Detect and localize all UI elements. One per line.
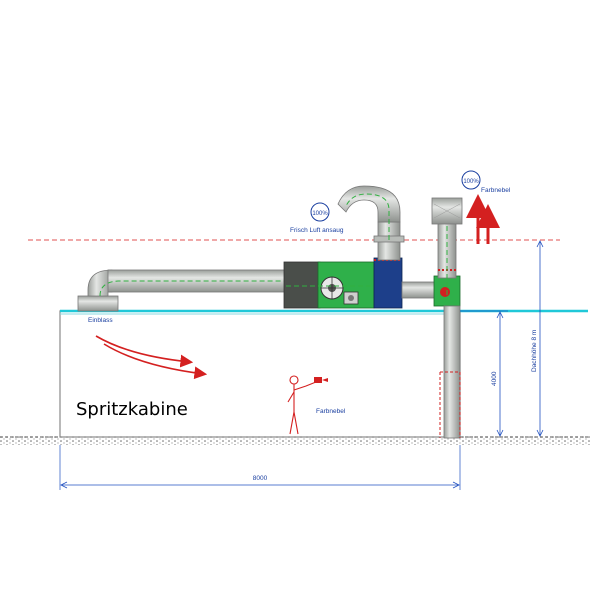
label-frisch-luft: Frisch Luft ansaug xyxy=(290,227,344,234)
label-farbnebel-inside: Farbnebel xyxy=(316,408,346,415)
spray-gun-icon xyxy=(314,377,328,383)
fresh-air-badge: 100% xyxy=(310,202,330,222)
dachhoehe-text: Dachhöhe 8 m xyxy=(531,330,538,372)
red-flow-arrow-icon xyxy=(95,335,208,380)
fresh-air-gooseneck xyxy=(337,185,401,223)
fresh-air-badge-text: 100% xyxy=(312,211,328,217)
label-einblass: Einblass xyxy=(88,317,113,324)
exhaust-badge-text: 100% xyxy=(463,179,479,185)
air-handling-unit xyxy=(283,261,321,309)
width-dimension: 8000 xyxy=(59,445,461,490)
exhaust-badge: 100% xyxy=(461,170,481,190)
fan-wheel-icon xyxy=(320,276,359,305)
height-dim-text: 4000 xyxy=(491,371,498,386)
height-dimension: 4000 xyxy=(460,310,508,437)
inlet-box xyxy=(77,295,119,312)
roof-height-dimension: Dachhöhe 8 m xyxy=(531,240,544,437)
filter-section xyxy=(373,257,403,309)
exhaust-connector xyxy=(401,281,437,299)
ground xyxy=(0,436,590,445)
up-arrow-icon xyxy=(466,194,500,244)
width-dim-text: 8000 xyxy=(253,475,268,482)
label-farbnebel-top: Farbnebel xyxy=(481,187,511,194)
booth-title: Spritzkabine xyxy=(76,399,188,420)
person-figure-icon xyxy=(287,375,317,435)
